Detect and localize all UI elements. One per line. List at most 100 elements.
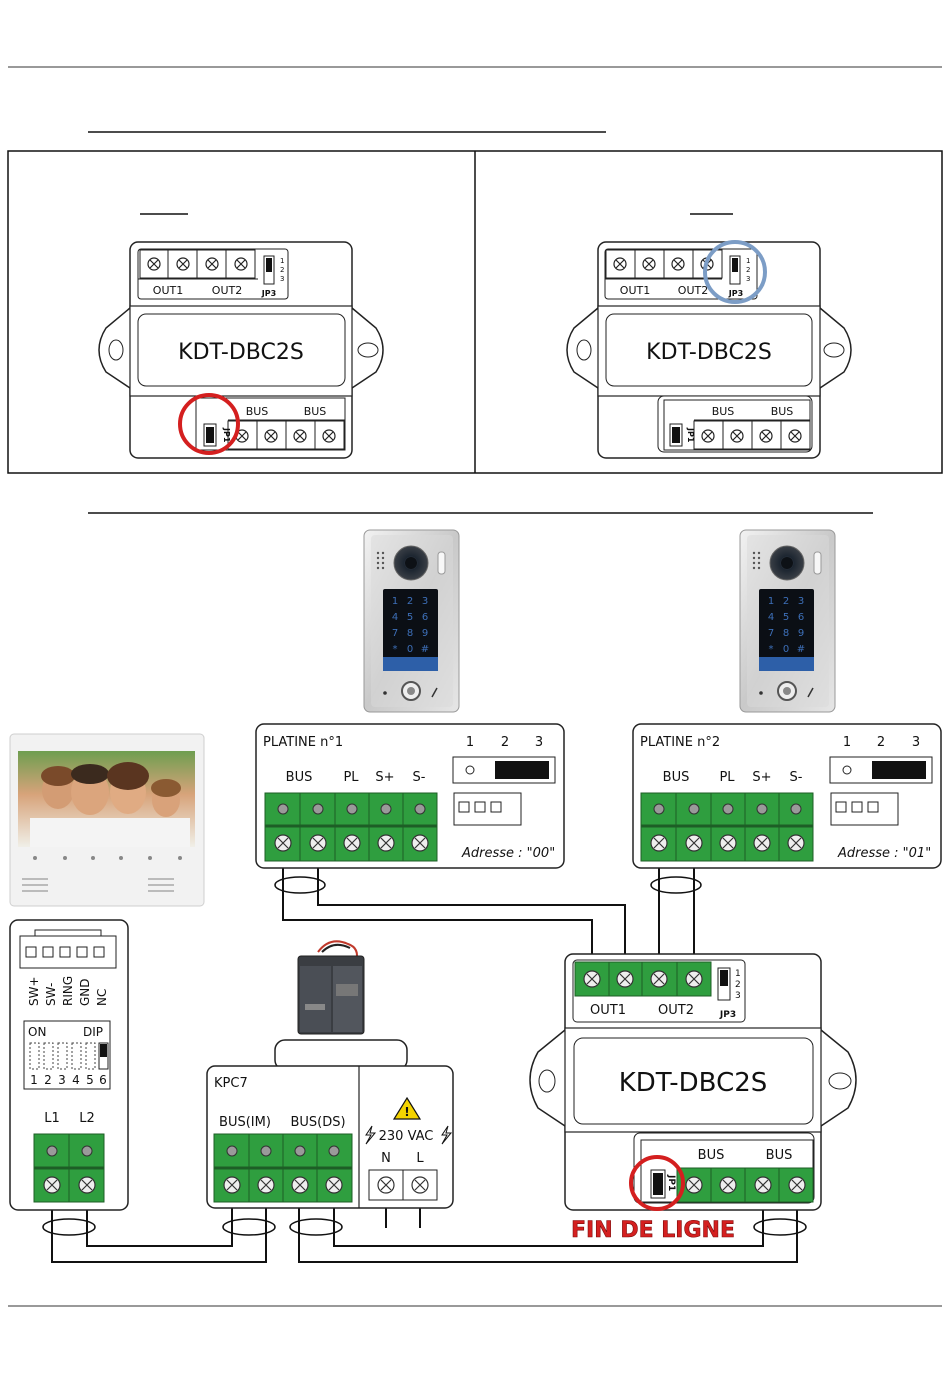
door-station-1-keypad xyxy=(383,589,438,671)
end-of-line-label: FIN DE LIGNE xyxy=(571,1218,735,1243)
svg-text:3: 3 xyxy=(535,735,543,750)
svg-text:3: 3 xyxy=(422,596,428,607)
dip-switch: ON DIP 1 2 3 4 5 6 xyxy=(23,1020,111,1090)
monitor-terminal-block xyxy=(33,1133,105,1203)
kpc7-bus-ds-label: BUS(DS) xyxy=(290,1115,345,1130)
kpc7-voltage-label: 230 VAC xyxy=(379,1129,434,1144)
platine-2-module: PLATINE n°2 BUS PL S+ S- 1 2 3 xyxy=(632,723,942,869)
svg-text:1: 1 xyxy=(392,596,398,607)
config-table xyxy=(7,150,943,474)
svg-text:#: # xyxy=(797,644,805,655)
kpc7-title: KPC7 xyxy=(214,1076,248,1091)
top-right-jp3-label: JP3 xyxy=(728,289,743,298)
monitor-connection-box: SW+ SW- RING GND NC ON DIP 1 2 3 4 5 6 L… xyxy=(9,919,129,1211)
platine-1-label-bus: BUS xyxy=(286,770,313,785)
top-right-jp3-highlight xyxy=(703,240,767,304)
svg-text:1: 1 xyxy=(768,596,774,607)
kpc7-bus-im-label: BUS(IM) xyxy=(219,1115,271,1130)
main-jp3-label: JP3 xyxy=(719,1010,736,1020)
svg-text:3: 3 xyxy=(912,735,920,750)
platine-2-label-pl: PL xyxy=(719,770,735,785)
monitor-label-swplus: SW+ xyxy=(27,976,41,1006)
svg-text:0: 0 xyxy=(783,644,789,655)
monitor-label-ring: RING xyxy=(61,976,75,1006)
monitor-label-l1: L1 xyxy=(44,1111,60,1126)
dbc-module-main: OUT1 OUT2 1 2 3 JP3 KDT-DBC2S BUS BUS JP… xyxy=(529,953,857,1243)
svg-text:7: 7 xyxy=(768,628,774,639)
door-station-1-name-tag xyxy=(383,657,438,671)
monitor-speaker-grille xyxy=(22,878,174,892)
platine-2-label-bus: BUS xyxy=(663,770,690,785)
lightning-icon-left xyxy=(365,1125,377,1145)
lightning-icon-right xyxy=(441,1125,453,1145)
indoor-monitor-picture xyxy=(9,733,205,907)
svg-text:4: 4 xyxy=(392,612,398,623)
main-out1-label: OUT1 xyxy=(590,1003,626,1018)
door-station-2-name-tag xyxy=(759,657,814,671)
warning-triangle-icon: ! xyxy=(392,1096,422,1120)
main-out-terminal-block xyxy=(574,961,712,997)
top-left-jp1-highlight xyxy=(178,393,240,455)
svg-text:4: 4 xyxy=(768,612,774,623)
svg-text:1: 1 xyxy=(466,735,474,750)
svg-text:2: 2 xyxy=(280,266,284,274)
main-jp1-label: JP1 xyxy=(666,1174,676,1191)
platine-2-address: Adresse : "01" xyxy=(837,846,931,861)
kpc7-mains-n: N xyxy=(381,1151,391,1166)
top-right-model-label: KDT-DBC2S xyxy=(646,340,772,365)
platine-2-terminal-block xyxy=(640,792,814,862)
platine-1-label-pl: PL xyxy=(343,770,359,785)
svg-text:4: 4 xyxy=(72,1073,80,1087)
dbc-module-top-right: OUT1 OUT2 1 2 3 JP3 KDT-DBC2S BUS BUS xyxy=(566,240,852,459)
door-station-1-speaker-icon xyxy=(376,551,385,570)
top-right-out2-label: OUT2 xyxy=(678,284,708,297)
svg-text:ON: ON xyxy=(28,1025,46,1039)
monitor-label-swminus: SW- xyxy=(44,983,58,1006)
platine-1-label-sminus: S- xyxy=(413,770,426,785)
svg-text:2: 2 xyxy=(735,980,741,990)
platine-1-terminal-block xyxy=(264,792,438,862)
svg-text:0: 0 xyxy=(407,644,413,655)
svg-text:DIP: DIP xyxy=(83,1025,103,1039)
svg-text:5: 5 xyxy=(407,612,413,623)
svg-text:1: 1 xyxy=(735,969,741,979)
top-left-bus-label-1: BUS xyxy=(246,405,269,418)
door-station-2-keypad xyxy=(759,589,814,671)
power-supply-picture xyxy=(297,940,365,1035)
svg-text:9: 9 xyxy=(422,628,428,639)
monitor-label-gnd: GND xyxy=(78,978,92,1006)
monitor-button-row xyxy=(33,856,182,860)
svg-text:8: 8 xyxy=(407,628,413,639)
dbc-module-top-left: OUT1 OUT2 1 2 3 JP3 KDT-DBC2S BUS BUS xyxy=(98,241,384,459)
platine-1-title: PLATINE n°1 xyxy=(263,735,343,750)
platine-1-address: Adresse : "00" xyxy=(461,846,555,861)
svg-text:2: 2 xyxy=(783,596,789,607)
top-right-bus-label-2: BUS xyxy=(771,405,794,418)
platine-1-module: PLATINE n°1 BUS PL S+ S- 1 2 3 xyxy=(255,723,565,869)
wire-pair-markers xyxy=(42,876,807,1236)
main-bus-terminal-block xyxy=(676,1167,814,1203)
svg-text:3: 3 xyxy=(798,596,804,607)
svg-text:*: * xyxy=(769,644,774,655)
kpc7-terminal-block xyxy=(213,1133,353,1203)
svg-text:1: 1 xyxy=(843,735,851,750)
svg-text:9: 9 xyxy=(798,628,804,639)
svg-text:2: 2 xyxy=(407,596,413,607)
svg-text:3: 3 xyxy=(746,275,750,283)
kpc7-module: KPC7 BUS(IM) BUS(DS) ! 230 VAC N L xyxy=(206,1039,454,1209)
top-left-jp1-label: JP1 xyxy=(222,427,231,443)
platine-2-label-splus: S+ xyxy=(752,770,771,785)
svg-text:2: 2 xyxy=(501,735,509,750)
top-left-out1-label: OUT1 xyxy=(153,284,183,297)
family-photo xyxy=(30,762,190,847)
monitor-label-nc: NC xyxy=(95,989,109,1006)
svg-text:2: 2 xyxy=(44,1073,52,1087)
svg-text:#: # xyxy=(421,644,429,655)
top-right-bus-label-1: BUS xyxy=(712,405,735,418)
svg-text:6: 6 xyxy=(99,1073,107,1087)
main-out2-label: OUT2 xyxy=(658,1003,694,1018)
svg-text:!: ! xyxy=(404,1105,409,1119)
monitor-label-l2: L2 xyxy=(79,1111,95,1126)
